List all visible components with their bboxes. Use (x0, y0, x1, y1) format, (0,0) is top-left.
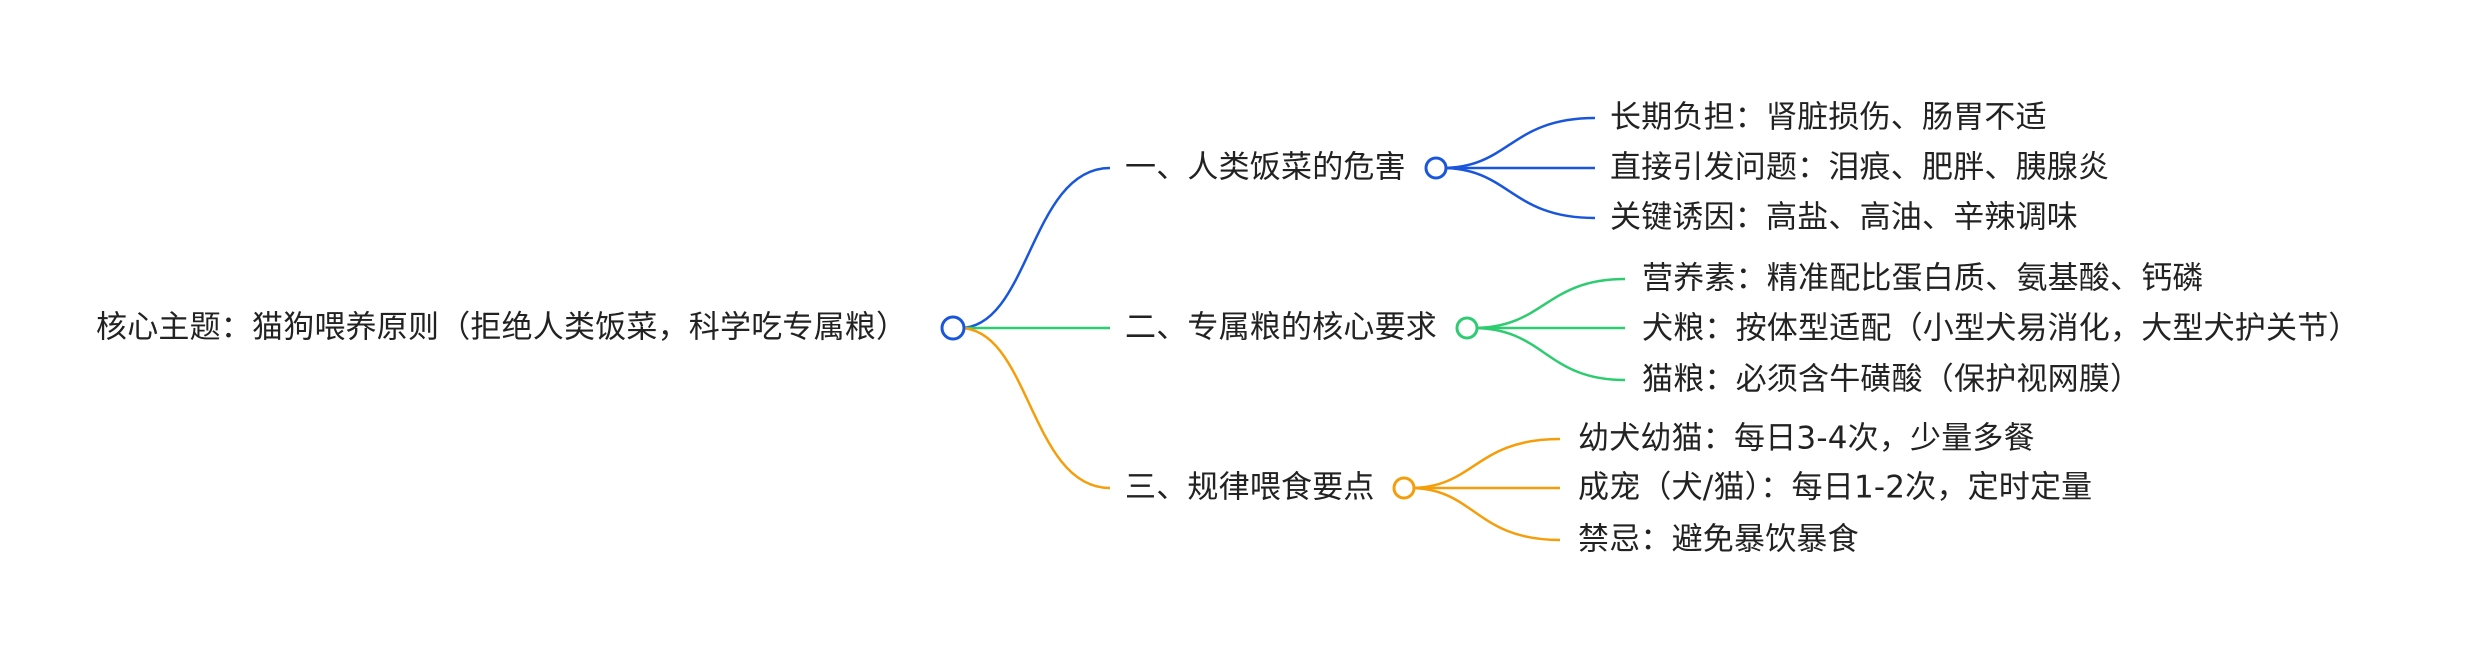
branch-harm-of-human-food-label[interactable]: 一、人类饭菜的危害 (1125, 149, 1406, 186)
branch-2-to-leaf-3-connector (1472, 326, 1626, 382)
branch-3-node-marker[interactable] (1392, 476, 1416, 500)
branch-3-to-leaf-3-connector (1409, 486, 1561, 542)
leaf-direct-problems-label[interactable]: 直接引发问题：泪痕、肥胖、胰腺炎 (1610, 149, 2110, 186)
leaf-dog-food-label[interactable]: 犬粮：按体型适配（小型犬易消化，大型犬护关节） (1642, 310, 2360, 347)
leaf-puppy-kitten-feeding-label[interactable]: 幼犬幼猫：每日3-4次，少量多餐 (1578, 420, 2035, 457)
branch-1-to-leaf-1-connector (1441, 116, 1596, 170)
leaf-adult-pet-feeding-label[interactable]: 成宠（犬/猫）：每日1-2次，定时定量 (1578, 469, 2093, 506)
branch-regular-feeding-points-label[interactable]: 三、规律喂食要点 (1125, 469, 1375, 506)
root-to-branch-1-connector (959, 166, 1111, 330)
leaf-feeding-taboo-label[interactable]: 禁忌：避免暴饮暴食 (1578, 521, 1859, 558)
branch-2-node-marker[interactable] (1455, 316, 1479, 340)
branch-2-to-leaf-1-connector (1472, 277, 1626, 330)
root-node-marker[interactable] (940, 315, 966, 341)
leaf-nutrients-label[interactable]: 营养素：精准配比蛋白质、氨基酸、钙磷 (1642, 260, 2204, 297)
root-to-branch-3-connector (959, 326, 1111, 490)
branch-3-to-leaf-1-connector (1409, 437, 1561, 490)
root-topic-label[interactable]: 核心主题：猫狗喂养原则（拒绝人类饭菜，科学吃专属粮） (96, 309, 908, 346)
leaf-long-term-burden-label[interactable]: 长期负担：肾脏损伤、肠胃不适 (1610, 99, 2047, 136)
branch-1-node-marker[interactable] (1424, 156, 1448, 180)
leaf-key-causes-label[interactable]: 关键诱因：高盐、高油、辛辣调味 (1610, 199, 2078, 236)
branch-1-to-leaf-3-connector (1441, 166, 1596, 220)
leaf-cat-food-label[interactable]: 猫粮：必须含牛磺酸（保护视网膜） (1642, 361, 2142, 398)
branch-special-food-requirements-label[interactable]: 二、专属粮的核心要求 (1125, 309, 1437, 346)
